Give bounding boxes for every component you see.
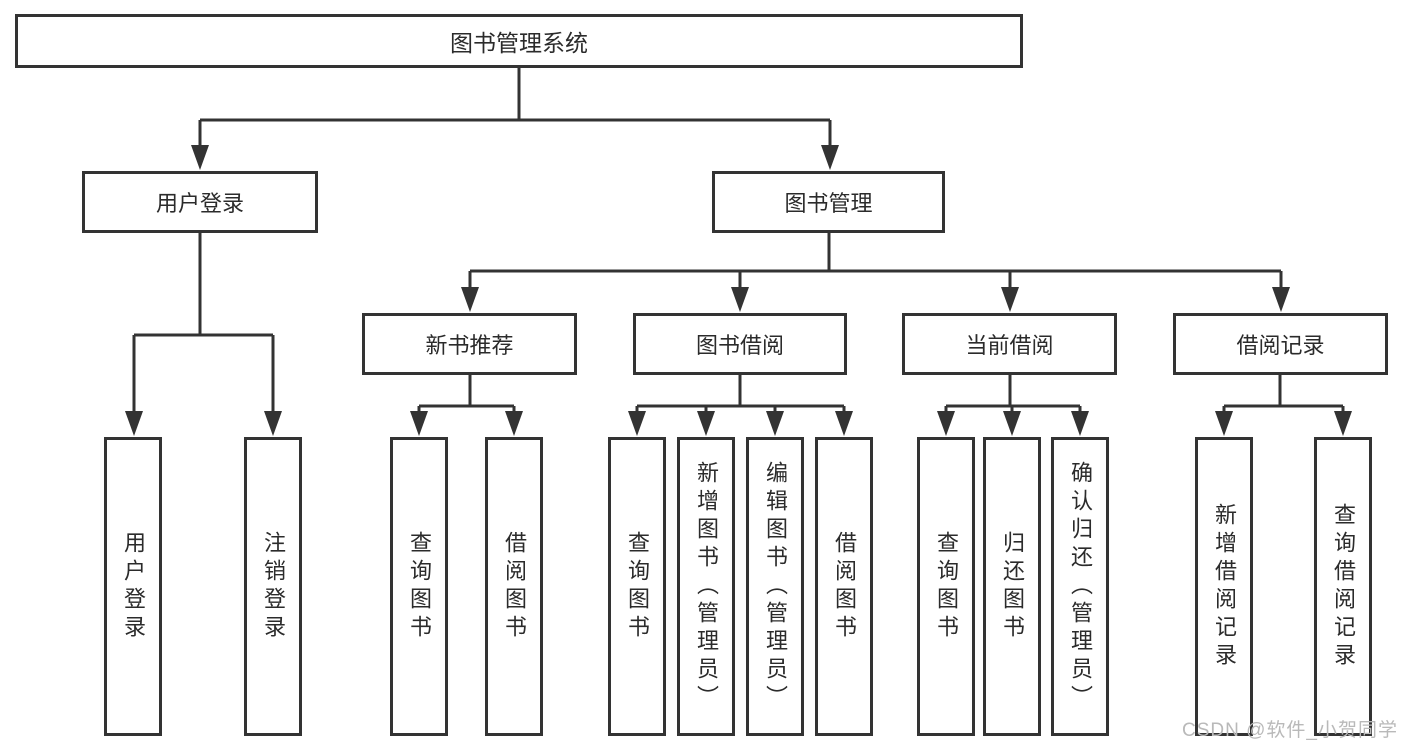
- leaf-newbooks-borrow-book: 借阅图书: [485, 437, 543, 736]
- leaf-current-query-book: 查询图书: [917, 437, 975, 736]
- leaf-records-query-record: 查询借阅记录: [1314, 437, 1372, 736]
- leaf-label: 归还图书: [1000, 530, 1025, 643]
- leaf-label: 确认归还（管理员）: [1068, 460, 1093, 713]
- leaf-label: 查询图书: [934, 530, 959, 643]
- leaf-logout: 注销登录: [244, 437, 302, 736]
- leaf-borrow-borrow-book: 借阅图书: [815, 437, 873, 736]
- leaf-newbooks-query-book: 查询图书: [390, 437, 448, 736]
- leaf-borrow-query-book: 查询图书: [608, 437, 666, 736]
- node-label: 图书管理: [784, 191, 873, 216]
- leaf-current-return-book: 归还图书: [983, 437, 1041, 736]
- node-label: 新书推荐: [425, 333, 514, 358]
- node-label: 当前借阅: [965, 333, 1054, 358]
- leaf-label: 新增图书（管理员）: [694, 460, 719, 713]
- leaf-label: 新增借阅记录: [1212, 502, 1237, 671]
- node-book-management: 图书管理: [712, 171, 945, 233]
- node-new-book-recommend: 新书推荐: [362, 313, 577, 375]
- leaf-records-add-record: 新增借阅记录: [1195, 437, 1253, 736]
- leaf-label: 查询借阅记录: [1331, 502, 1356, 671]
- leaf-borrow-edit-book-admin: 编辑图书（管理员）: [746, 437, 804, 736]
- node-current-borrow: 当前借阅: [902, 313, 1117, 375]
- node-label: 用户登录: [155, 191, 244, 216]
- leaf-label: 查询图书: [625, 530, 650, 643]
- node-book-borrow: 图书借阅: [633, 313, 847, 375]
- leaf-label: 借阅图书: [832, 530, 857, 643]
- leaf-current-confirm-return-admin: 确认归还（管理员）: [1051, 437, 1109, 736]
- node-label: 图书借阅: [695, 333, 784, 358]
- node-user-login: 用户登录: [82, 171, 318, 233]
- leaf-label: 用户登录: [121, 530, 146, 643]
- leaf-label: 注销登录: [261, 530, 286, 643]
- leaf-label: 编辑图书（管理员）: [763, 460, 788, 713]
- node-label: 借阅记录: [1236, 333, 1325, 358]
- node-library-system: 图书管理系统: [15, 14, 1023, 68]
- node-borrow-records: 借阅记录: [1173, 313, 1388, 375]
- leaf-user-login: 用户登录: [104, 437, 162, 736]
- leaf-label: 借阅图书: [502, 530, 527, 643]
- leaf-label: 查询图书: [407, 530, 432, 643]
- leaf-borrow-add-book-admin: 新增图书（管理员）: [677, 437, 735, 736]
- node-label: 图书管理系统: [450, 30, 588, 56]
